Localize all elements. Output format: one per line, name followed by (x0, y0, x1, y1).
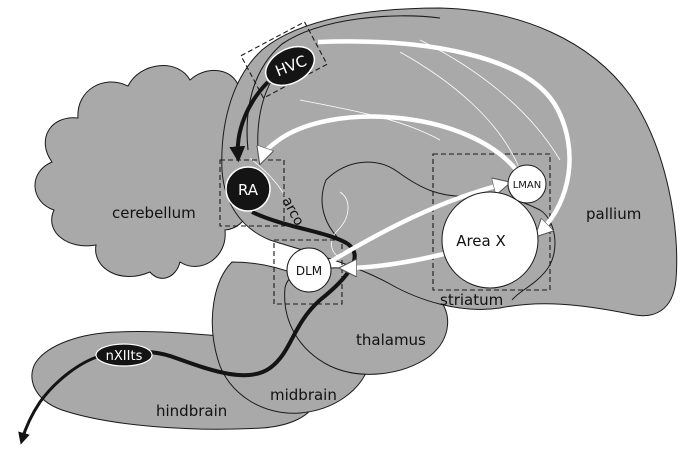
pallium-label: pallium (586, 205, 641, 223)
lman-label: LMAN (513, 180, 542, 191)
thalamus-label: thalamus (356, 331, 426, 349)
hindbrain-label: hindbrain (156, 402, 227, 420)
dlm-label: DLM (296, 264, 322, 278)
cerebellum-label: cerebellum (112, 204, 196, 222)
area-x-label: Area X (456, 232, 506, 250)
ra-label: RA (238, 181, 259, 199)
nxiits-label: nXIIts (106, 349, 143, 364)
striatum-label: striatum (440, 291, 503, 309)
midbrain-label: midbrain (270, 386, 337, 404)
